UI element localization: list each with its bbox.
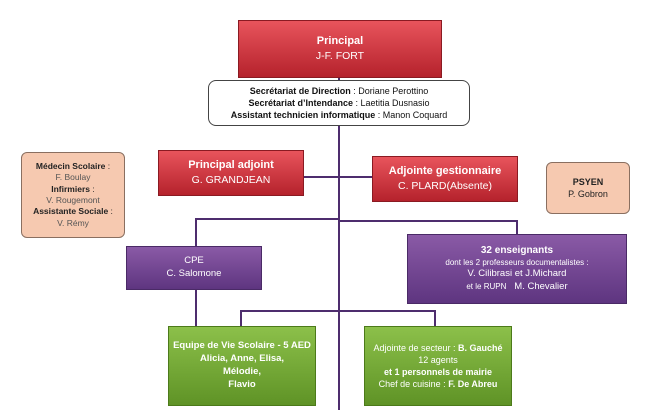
medical-label-medecin: Médecin Scolaire :: [35, 160, 111, 171]
enseignants-box: 32 enseignants dont les 2 professeurs do…: [407, 234, 627, 304]
adjoint-name: G. GRANDJEAN: [191, 174, 271, 187]
connector-bottom-left-v: [240, 310, 242, 326]
vie-scolaire-line1: Alicia, Anne, Elisa,: [199, 353, 285, 365]
vie-scolaire-line2: Mélodie,: [222, 366, 261, 377]
connector-enseignants-v: [516, 220, 518, 234]
principal-title: Principal: [316, 35, 364, 48]
vie-scolaire-line3: Flavio: [228, 378, 256, 390]
medical-name-medecin: F. Boulay: [55, 172, 91, 183]
psyen-box: PSYEN P. Gobron: [546, 162, 630, 214]
psyen-title: PSYEN: [572, 176, 604, 187]
enseignants-title: 32 enseignants: [480, 245, 554, 257]
connector-bottom-right-v: [434, 310, 436, 326]
medical-box: Médecin Scolaire : F. Boulay Infirmiers …: [21, 152, 125, 238]
connector-adjoint: [270, 176, 378, 178]
connector-trunk: [338, 70, 340, 410]
connector-cpe-v: [195, 218, 197, 246]
cpe-name: C. Salomone: [166, 268, 222, 279]
adjoint-title: Principal adjoint: [188, 159, 274, 172]
medical-name-assistante: V. Rémy: [57, 217, 89, 228]
cpe-box: CPE C. Salomone: [126, 246, 262, 290]
enseignants-documentalistes-names: V. Cilibrasi et J.Michard: [467, 268, 567, 280]
secretariat-row-direction: Secrétariat de Direction : Doriane Perot…: [249, 85, 429, 96]
secteur-mairie: et 1 personnels de mairie: [383, 367, 493, 377]
medical-name-infirmiers: V. Rougemont: [46, 195, 100, 205]
gestionnaire-box: Adjointe gestionnaire C. PLARD(Absente): [372, 156, 518, 202]
secteur-box: Adjointe de secteur : B. Gauché 12 agent…: [364, 326, 512, 406]
gestionnaire-title: Adjointe gestionnaire: [388, 165, 502, 178]
connector-cpe-h: [195, 218, 340, 220]
secteur-agents: 12 agents: [418, 354, 458, 365]
connector-enseignants-h: [338, 220, 518, 222]
secretariat-row-informatique: Assistant technicien informatique : Mano…: [230, 110, 448, 121]
secteur-row-adjointe: Adjointe de secteur : B. Gauché: [373, 342, 503, 353]
medical-label-assistante: Assistante Sociale :: [33, 206, 113, 217]
principal-name: J-F. FORT: [315, 50, 365, 63]
gestionnaire-name: C. PLARD(Absente): [398, 180, 492, 193]
enseignants-documentalistes-label: dont les 2 professeurs documentalistes :: [445, 257, 589, 267]
connector-bottom-h: [240, 310, 436, 312]
secretariat-box: Secrétariat de Direction : Doriane Perot…: [208, 80, 470, 126]
connector-cpe-vie: [195, 290, 197, 326]
cpe-title: CPE: [184, 255, 204, 267]
vie-scolaire-title: Equipe de Vie Scolaire - 5 AED: [173, 340, 311, 352]
secretariat-row-intendance: Secrétariat d’Intendance : Laetitia Dusn…: [248, 97, 430, 108]
vie-scolaire-box: Equipe de Vie Scolaire - 5 AED Alicia, A…: [168, 326, 316, 406]
principal-box: Principal J-F. FORT: [238, 20, 442, 78]
medical-label-infirmiers: Infirmiers :: [51, 183, 95, 194]
psyen-name: P. Gobron: [568, 189, 608, 199]
secteur-row-cuisine: Chef de cuisine : F. De Abreu: [378, 379, 498, 390]
enseignants-rupn-row: et le RUPN M. Chevalier: [466, 281, 568, 293]
adjoint-box: Principal adjoint G. GRANDJEAN: [158, 150, 304, 196]
